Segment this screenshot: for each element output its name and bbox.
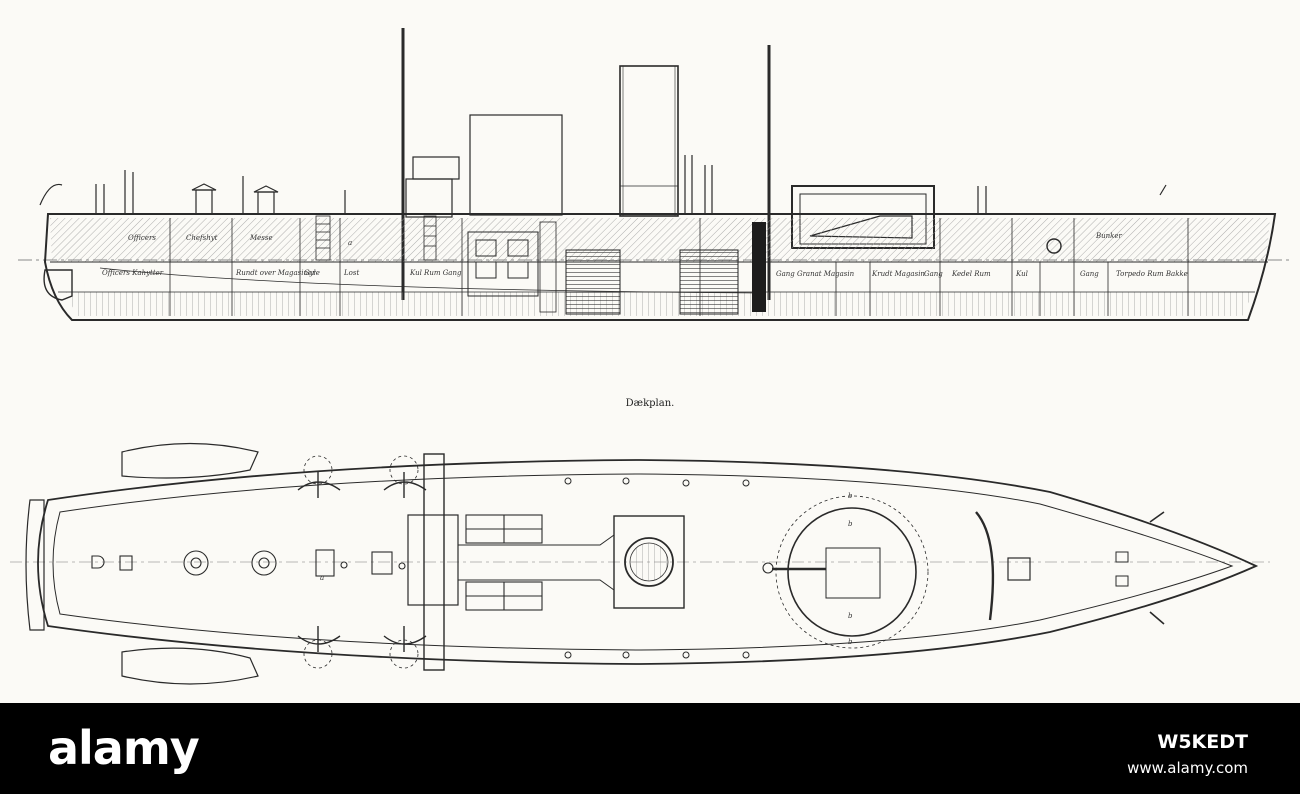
profile-label: Kul xyxy=(1015,270,1028,278)
boiler-room-2 xyxy=(679,249,739,315)
profile-labels: Officers Chefshyt Messe a Bunker Officer… xyxy=(102,232,1188,278)
hull-outline xyxy=(37,459,1259,665)
bridge-house xyxy=(407,514,459,606)
deck-label: b xyxy=(848,612,853,620)
profile-label: Messe xyxy=(249,234,273,242)
upper-deck-band xyxy=(50,218,1270,262)
turret-ring xyxy=(787,507,917,637)
stern-rudder xyxy=(43,269,73,301)
funnel-casing xyxy=(613,515,685,609)
boiler-room-1 xyxy=(565,249,621,315)
breakwater xyxy=(975,511,995,621)
profile-label: Gang xyxy=(924,270,943,278)
profile-label: Rundt over Magasiner xyxy=(235,269,316,277)
profile-label: Kedel Rum xyxy=(951,270,991,278)
deck-edge xyxy=(52,473,1234,651)
profile-label: Kul Rum Gang xyxy=(409,269,462,277)
bridge-frame xyxy=(469,114,563,216)
bow-anchors xyxy=(1149,511,1165,625)
ventilators xyxy=(95,155,987,215)
coal-bunker xyxy=(752,222,766,312)
alamy-logo: alamy xyxy=(48,721,200,775)
stern-boat xyxy=(25,499,45,631)
image-id: W5KEDT xyxy=(1157,731,1248,753)
stern-davit xyxy=(39,183,63,206)
boat-port xyxy=(121,442,259,479)
profile-label: Officers xyxy=(128,234,156,242)
anchor-gear xyxy=(1007,557,1031,581)
boat-starboard xyxy=(121,647,259,685)
ladders xyxy=(315,215,437,261)
funnel xyxy=(619,65,679,217)
turret-gun-mount xyxy=(825,547,881,599)
deck-label: b xyxy=(848,638,853,646)
wheelhouse xyxy=(405,178,453,218)
deck-skylights xyxy=(315,514,543,611)
anchor-hawse xyxy=(1046,238,1062,254)
profile-label: Chefshyt xyxy=(186,234,218,242)
bridge xyxy=(423,453,445,671)
deck-fittings xyxy=(91,550,774,576)
side-profile: Officers Chefshyt Messe a Bunker Officer… xyxy=(18,28,1290,321)
deck-label: b xyxy=(848,492,853,500)
profile-label: Gang Granat Magasin xyxy=(776,270,855,278)
deck-plan-title: Dækplan. xyxy=(625,398,675,409)
deck-plan: a b b b b xyxy=(10,442,1270,685)
ship-drawing: Officers Chefshyt Messe a Bunker Officer… xyxy=(10,28,1290,685)
engraving-plate: Officers Chefshyt Messe a Bunker Officer… xyxy=(10,28,1290,685)
funnel-top xyxy=(624,537,674,587)
profile-label: Lost xyxy=(343,269,359,277)
scuttles xyxy=(564,477,750,659)
profile-label: Krudt Magasin xyxy=(871,270,925,278)
profile-label: Gyle xyxy=(304,269,320,277)
profile-label: Torpedo Rum Bakke xyxy=(1116,270,1188,278)
hull-planking xyxy=(66,292,1252,316)
deck-label: b xyxy=(848,520,853,528)
hull xyxy=(43,213,1277,321)
chart-house xyxy=(412,156,460,180)
davits xyxy=(297,455,427,669)
profile-label: Officers Kahytter xyxy=(102,269,164,277)
profile-label: a xyxy=(348,239,352,247)
skylights xyxy=(191,183,279,215)
deck-labels: a b b b b xyxy=(320,492,853,646)
site-url: www.alamy.com xyxy=(1127,759,1248,777)
engine-room xyxy=(467,231,539,297)
profile-label: Gang xyxy=(1080,270,1099,278)
deck-label: a xyxy=(320,574,324,582)
profile-label: Bunker xyxy=(1095,232,1123,240)
watermark-footer: alamy W5KEDT www.alamy.com xyxy=(0,703,1300,794)
